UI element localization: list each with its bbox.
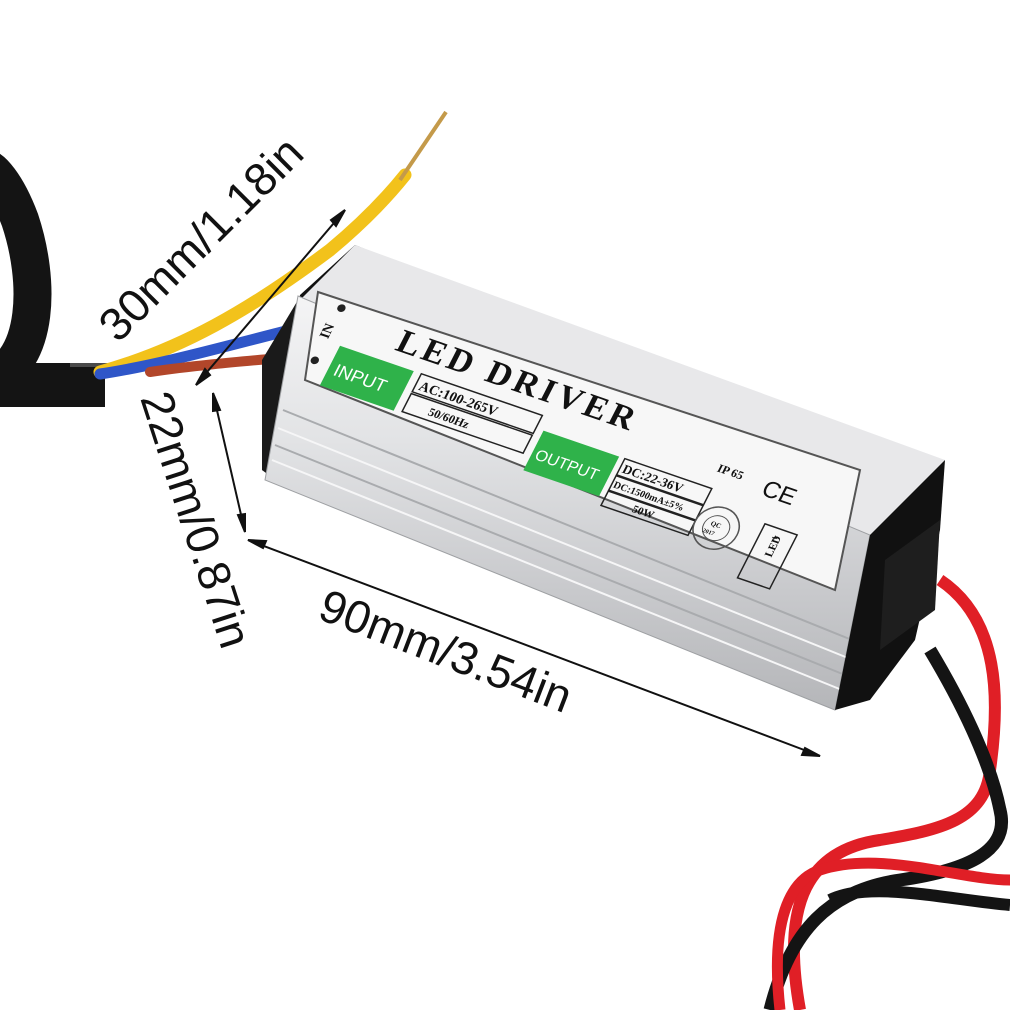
- height-arrow: [212, 392, 246, 533]
- terminal-dot-icon: [337, 304, 346, 312]
- plus-mark: +: [769, 532, 780, 545]
- blue-wire: [94, 324, 296, 380]
- width-arrow: [195, 209, 346, 386]
- yellow-wire: [93, 168, 412, 379]
- dimension-arrows: [195, 209, 821, 757]
- input-cable: [0, 153, 108, 407]
- length-arrow: [247, 539, 821, 757]
- qc-seal-icon: [692, 506, 741, 550]
- qc-year: 2017: [701, 528, 715, 537]
- qc-text: QC: [709, 520, 723, 531]
- output-wires: [763, 575, 1010, 1010]
- output-badge: [523, 430, 620, 497]
- wire-copper-tip: [398, 110, 448, 182]
- input-badge: [319, 345, 414, 411]
- terminal-dot-icon: [310, 356, 320, 365]
- black-wire: [763, 646, 1008, 1010]
- red-wire: [787, 575, 1001, 1010]
- width-dimension-label: 30mm/1.18in: [88, 126, 313, 351]
- in-mark: IN: [316, 322, 338, 341]
- led-terminal-box: [736, 522, 799, 590]
